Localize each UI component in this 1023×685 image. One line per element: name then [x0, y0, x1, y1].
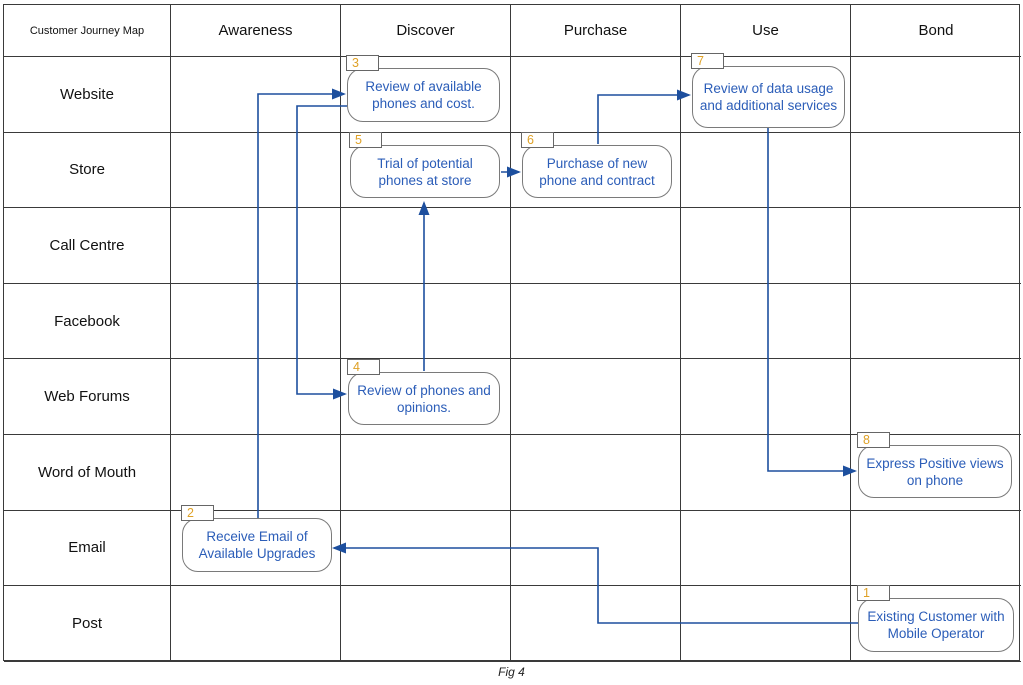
grid-cell	[681, 57, 851, 133]
step-number-badge: 2	[181, 505, 214, 521]
step-text: Express Positive views on phone	[866, 455, 1004, 488]
step-text: Review of available phones and cost.	[365, 79, 482, 111]
figure-caption: Fig 4	[498, 665, 525, 679]
channel-label-email: Email	[4, 510, 171, 587]
stage-header-use: Use	[681, 5, 851, 57]
grid-cell	[511, 283, 681, 360]
stage-header-bond: Bond	[851, 5, 1021, 57]
grid-cell	[681, 510, 851, 587]
step-number-badge: 7	[691, 53, 724, 69]
channel-label-post: Post	[4, 586, 171, 662]
grid-cell	[511, 510, 681, 587]
grid-cell	[681, 132, 851, 209]
grid-cell	[681, 359, 851, 435]
step-number-badge: 1	[857, 585, 890, 601]
grid-cell	[171, 208, 341, 284]
step-number-badge: 8	[857, 432, 890, 448]
step-text: Receive Email of Available Upgrades	[198, 529, 316, 561]
stage-header-discover: Discover	[341, 5, 511, 57]
channel-label-website: Website	[4, 57, 171, 133]
grid-cell	[851, 586, 1021, 662]
grid-cell	[511, 132, 681, 209]
grid-cell	[511, 57, 681, 133]
grid-cell	[681, 283, 851, 360]
grid-cell	[341, 208, 511, 284]
grid-cell	[511, 586, 681, 662]
step-text: Trial of potential phones at store	[377, 155, 473, 188]
step-number-badge: 6	[521, 132, 554, 148]
channel-label-word-of-mouth: Word of Mouth	[4, 434, 171, 511]
grid-cell	[851, 284, 1021, 360]
grid-cell	[851, 435, 1021, 511]
channel-label-store: Store	[4, 132, 171, 209]
grid-cell	[851, 359, 1021, 435]
grid-cell	[171, 57, 341, 133]
step-text: Review of data usage and additional serv…	[699, 81, 838, 113]
grid-cell	[511, 434, 681, 511]
grid-cell	[341, 57, 511, 133]
grid-cell	[851, 57, 1021, 133]
grid-cell	[511, 208, 681, 284]
grid-cell	[341, 434, 511, 511]
grid-cell	[341, 510, 511, 587]
grid-cell	[851, 208, 1021, 284]
step-text: Existing Customer with Mobile Operator	[867, 609, 1005, 641]
step-number-badge: 5	[349, 132, 382, 148]
grid-cell	[341, 359, 511, 435]
grid-cell	[511, 359, 681, 435]
grid-cell	[341, 586, 511, 662]
grid-cell	[171, 132, 341, 209]
grid-cell	[681, 586, 851, 662]
step-number-badge: 3	[346, 55, 379, 71]
step-text: Review of phones and opinions.	[357, 382, 491, 415]
channel-label-facebook: Facebook	[4, 283, 171, 360]
grid-cell	[851, 133, 1021, 209]
grid-cell	[171, 283, 341, 360]
grid-cell	[171, 586, 341, 662]
grid-cell	[681, 434, 851, 511]
stage-header-purchase: Purchase	[511, 5, 681, 57]
step-number-badge: 4	[347, 359, 380, 375]
channel-label-web-forums: Web Forums	[4, 359, 171, 435]
grid-cell	[171, 359, 341, 435]
grid-cell	[681, 208, 851, 284]
corner-title: Customer Journey Map	[4, 5, 171, 57]
channel-label-call-centre: Call Centre	[4, 208, 171, 284]
grid-cell	[851, 511, 1021, 587]
grid-cell	[341, 283, 511, 360]
stage-header-awareness: Awareness	[171, 5, 341, 57]
grid-cell	[171, 434, 341, 511]
step-text: Purchase of new phone and contract	[539, 155, 655, 188]
